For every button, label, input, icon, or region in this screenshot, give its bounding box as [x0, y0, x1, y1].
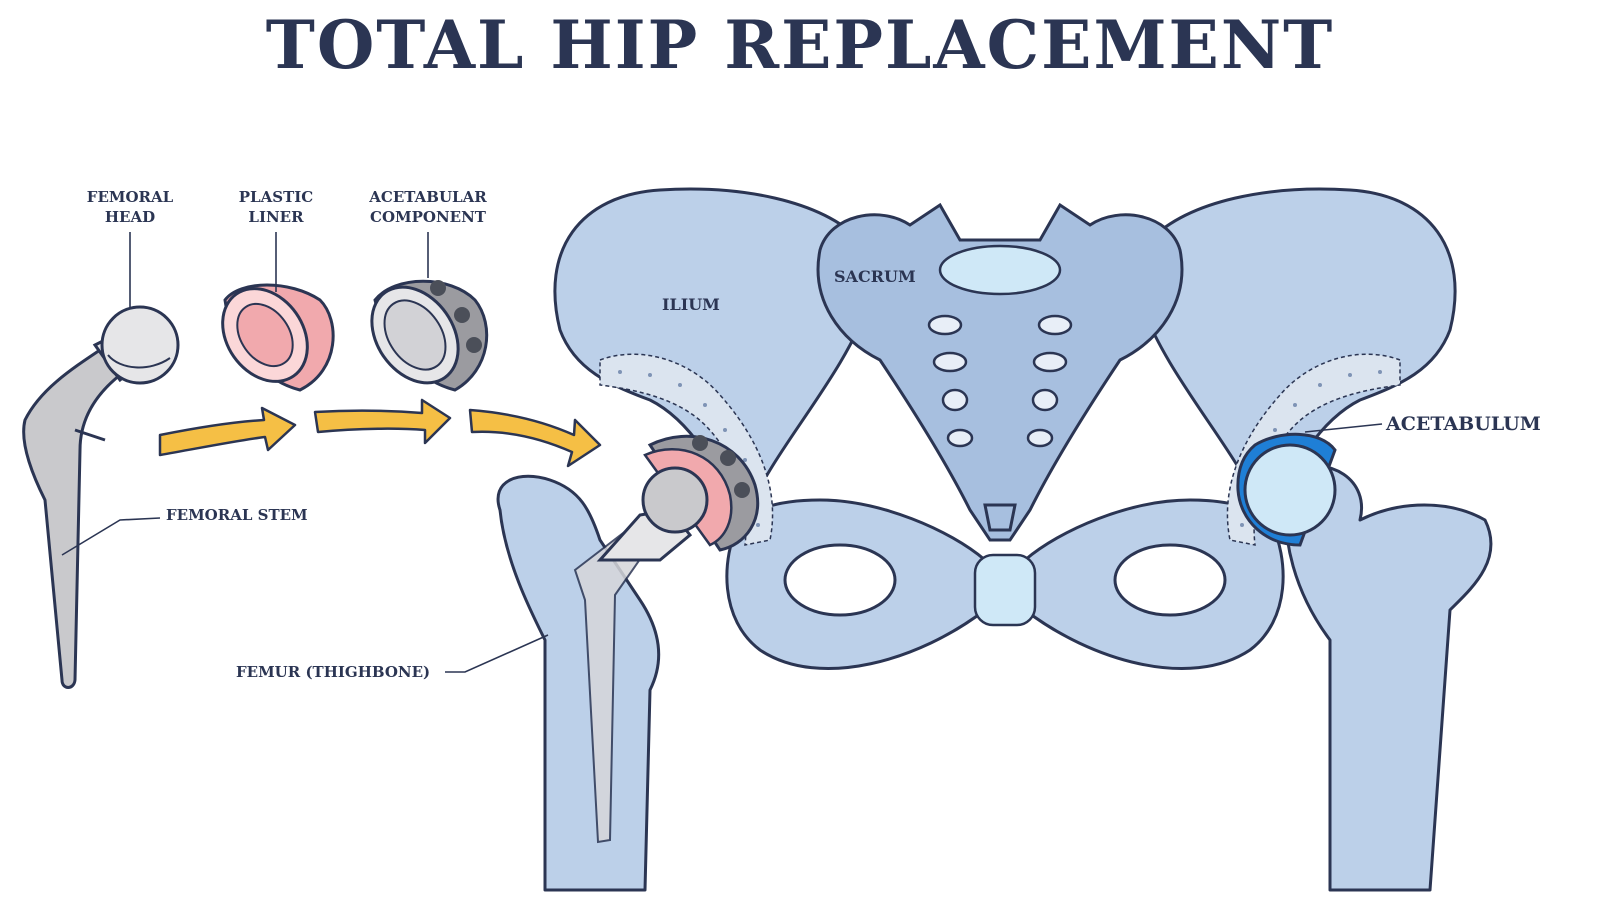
spongy-dots	[618, 370, 1382, 527]
arrow-2-icon	[313, 398, 452, 445]
label-plastic-liner-1: PLASTIC	[239, 188, 313, 206]
right-femur	[1236, 432, 1493, 892]
label-ilium: ILIUM	[662, 295, 720, 314]
label-femoral-head-1: FEMORAL	[87, 188, 174, 206]
label-acetabular-component-2: COMPONENT	[370, 208, 487, 226]
femoral-stem-part	[22, 328, 153, 689]
left-ilium	[553, 187, 872, 522]
sacrum	[816, 202, 1184, 542]
page-title: TOTAL HIP REPLACEMENT	[265, 6, 1335, 84]
arrow-3-icon	[468, 408, 602, 468]
left-femur	[496, 434, 760, 892]
coccyx	[983, 503, 1017, 532]
left-spongy-bone	[599, 353, 774, 546]
leader-femur	[445, 634, 549, 673]
plastic-liner-part	[221, 283, 335, 392]
label-acetabulum: ACETABULUM	[1385, 413, 1541, 435]
label-femoral-head-2: HEAD	[105, 208, 155, 226]
leader-acetabulum	[1304, 423, 1383, 433]
label-sacrum: SACRUM	[834, 267, 916, 286]
pubic-symphysis	[973, 553, 1037, 627]
label-plastic-liner-2: LINER	[248, 208, 304, 226]
label-femur: FEMUR (THIGHBONE)	[236, 663, 430, 681]
label-femoral-stem: FEMORAL STEM	[166, 506, 308, 524]
right-obturator-foramen	[1113, 543, 1227, 617]
arrow-1-icon	[158, 406, 297, 457]
implanted-head	[641, 466, 709, 534]
label-acetabular-component-1: ACETABULAR	[368, 188, 487, 206]
natural-femoral-head	[1243, 443, 1337, 537]
right-ilium	[1138, 187, 1457, 522]
sacral-disc	[938, 244, 1062, 296]
left-obturator-foramen	[783, 543, 897, 617]
leader-femoral-stem	[61, 517, 161, 556]
femoral-head-part	[100, 305, 180, 385]
pelvis	[553, 187, 1457, 670]
acetabular-component-part	[370, 279, 489, 392]
